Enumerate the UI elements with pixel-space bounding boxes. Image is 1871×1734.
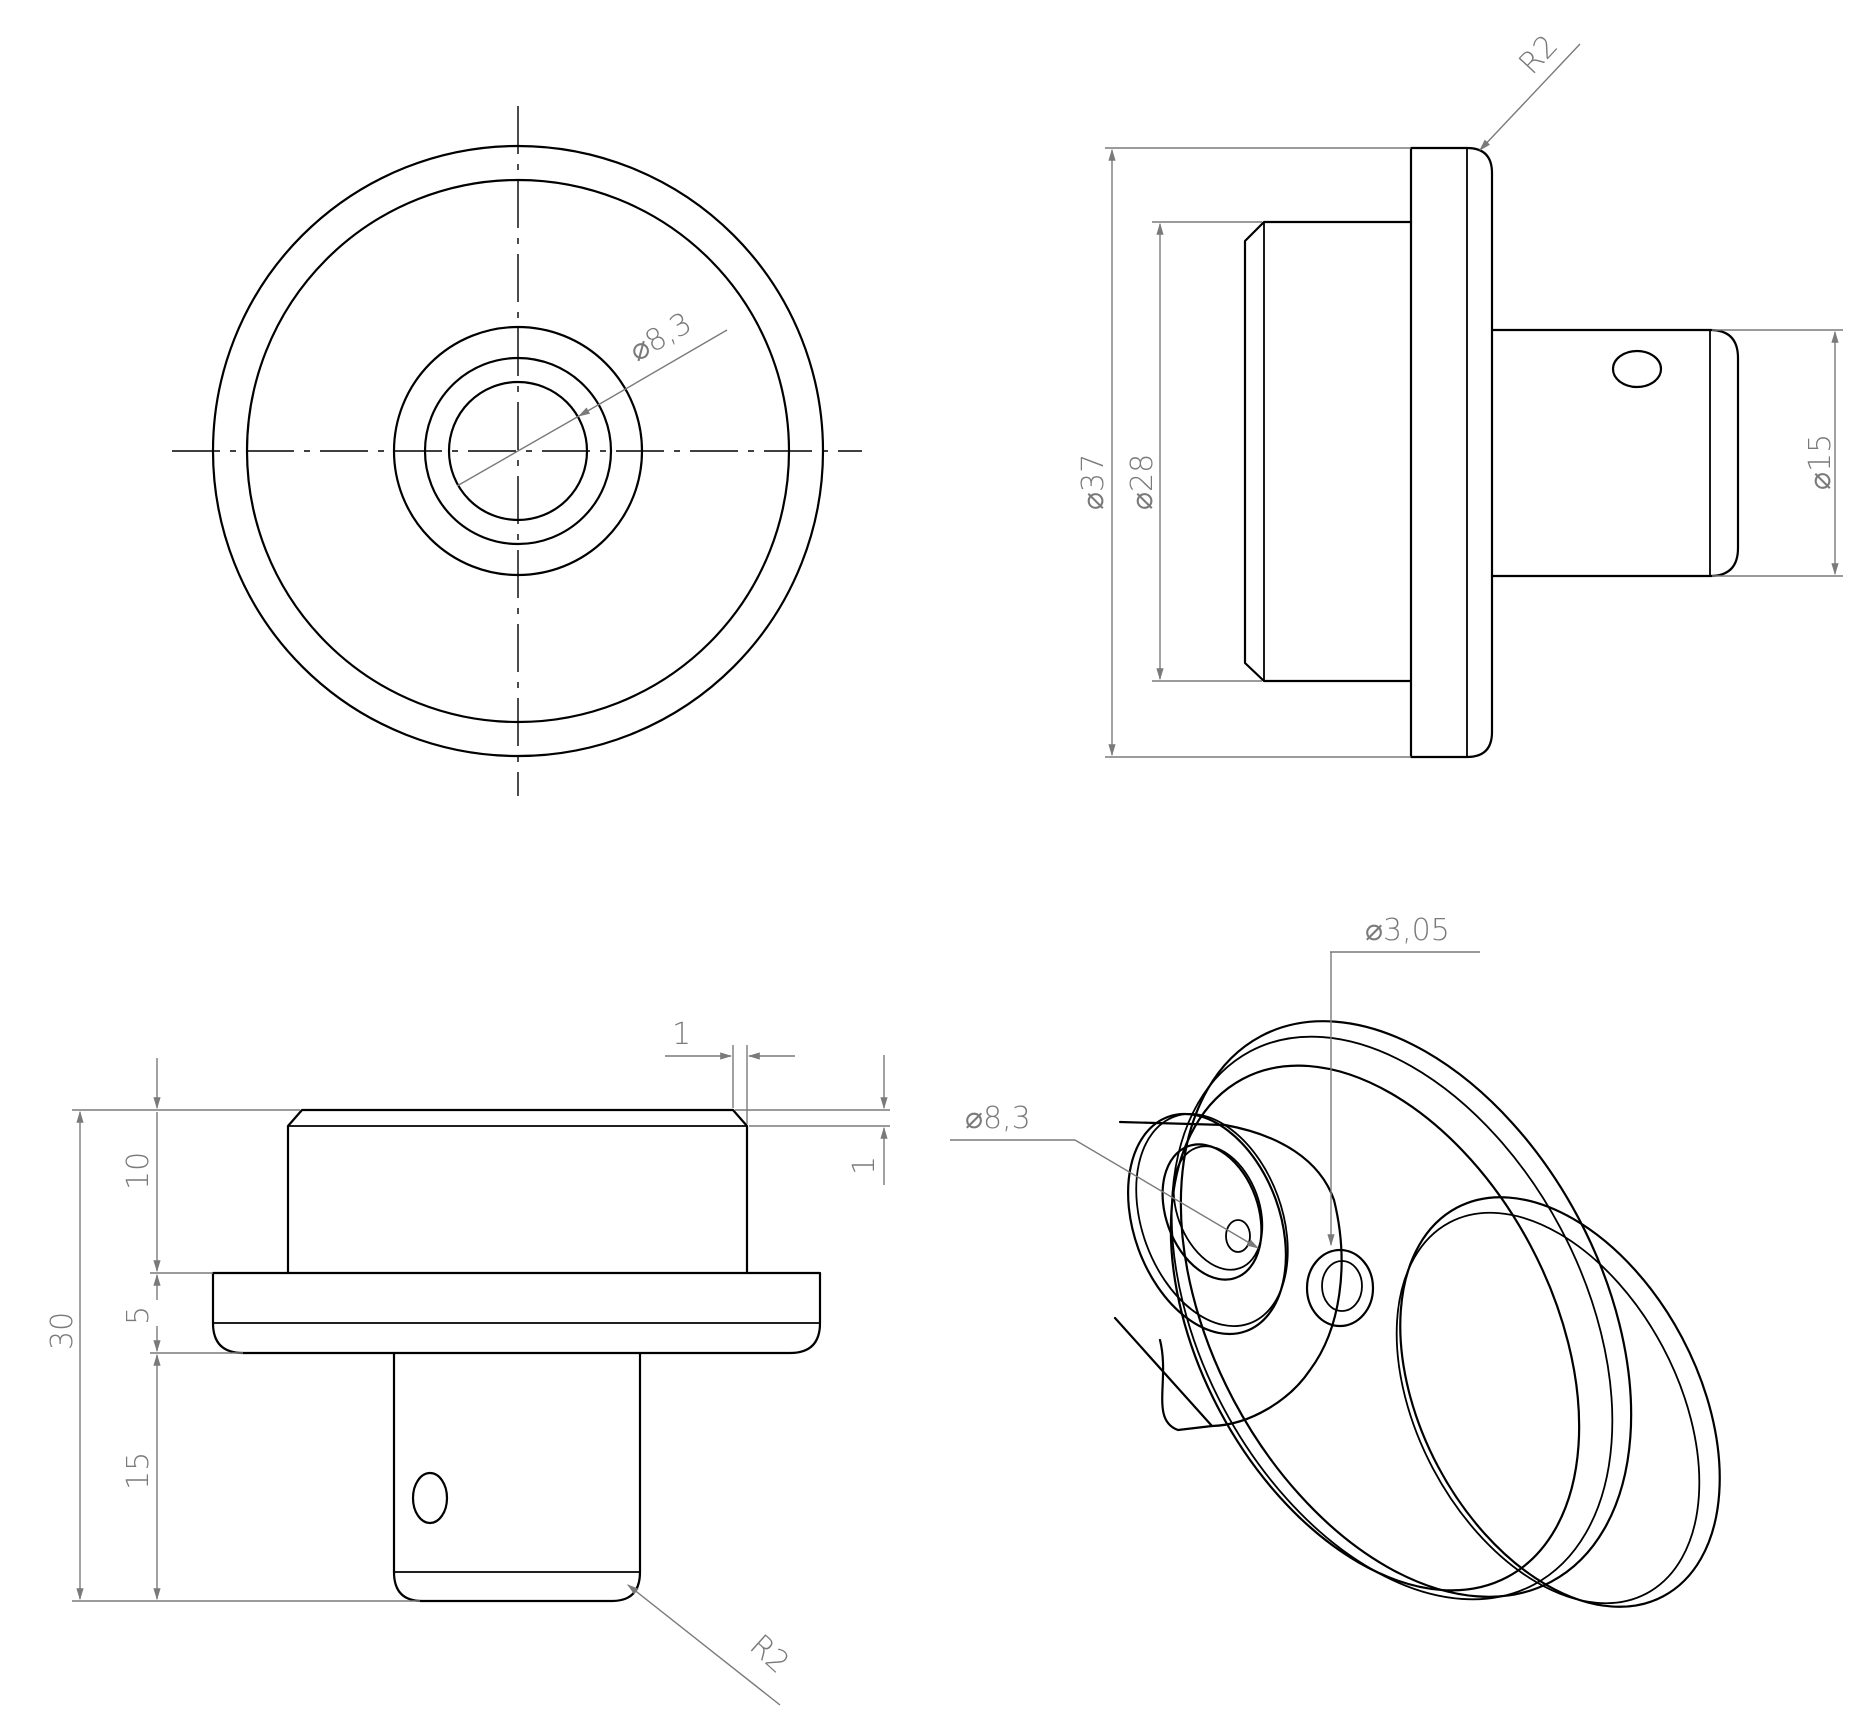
bottom-chamfer-w-label: 1 [672, 1017, 691, 1052]
bottom-dim15-label: 15 [121, 1452, 156, 1490]
bottom-dim5-label: 5 [121, 1306, 156, 1325]
iso-shaft-end-outer [1126, 1112, 1288, 1336]
side-dia15-label: ⌀15 [1803, 434, 1838, 490]
side-view: ⌀37 ⌀28 ⌀15 R2 [1076, 28, 1843, 759]
iso-body-back-ellipse [1399, 1196, 1721, 1608]
front-bore-dim-label: ⌀8,3 [624, 306, 698, 369]
side-dia28-label: ⌀28 [1125, 454, 1160, 510]
bottom-cross-hole [411, 1471, 449, 1525]
iso-shaft-body [1158, 1123, 1343, 1432]
bottom-dim30-label: 30 [45, 1312, 80, 1350]
bottom-view: 30 10 5 15 1 1 R2 [45, 1017, 890, 1706]
iso-cross-hole-outer [1305, 1248, 1375, 1328]
bottom-r2-label: R2 [743, 1628, 796, 1681]
side-r2-label: R2 [1512, 28, 1565, 81]
bottom-dim10-label: 10 [121, 1152, 156, 1190]
bottom-flange-outline [211, 1271, 822, 1355]
bottom-chamfer-h-label: 1 [847, 1156, 882, 1175]
iso-bore-outer [1161, 1143, 1263, 1281]
iso-bore-deep [1225, 1219, 1251, 1253]
isometric-view: ⌀8,3 ⌀3,05 [950, 913, 1721, 1608]
iso-bore-inner [1172, 1145, 1264, 1271]
bottom-r2-leader [627, 1584, 781, 1706]
iso-flange-outer-ellipse-edge [1170, 1035, 1614, 1601]
iso-flange-face-ellipse [1169, 1064, 1581, 1592]
side-cross-hole [1611, 349, 1663, 389]
iso-bore-leader [1074, 1139, 1260, 1249]
front-view: ⌀8,3 [172, 106, 862, 796]
iso-shaft-top-silhouette [1118, 1120, 1227, 1127]
front-bore-leader-tail [456, 415, 580, 487]
side-shaft-outline [1490, 328, 1740, 578]
iso-cross-hole-inner [1321, 1260, 1363, 1312]
iso-body-back-ellipse-inner [1395, 1211, 1701, 1605]
side-body-outline [1243, 220, 1413, 683]
side-flange-outline [1409, 146, 1494, 759]
iso-bore-label: ⌀8,3 [965, 1101, 1031, 1136]
iso-flange-outer-ellipse [1179, 1020, 1633, 1598]
side-dia37-label: ⌀37 [1076, 454, 1111, 510]
side-r2-leader [1479, 43, 1581, 151]
iso-shaft-bottom-silhouette [1113, 1316, 1214, 1428]
front-bore-leader [577, 329, 728, 417]
bottom-body-outline [286, 1108, 749, 1275]
bottom-shaft-outline [392, 1351, 642, 1603]
iso-cross-hole-label: ⌀3,05 [1365, 913, 1450, 948]
iso-shaft-end-chamfer [1135, 1112, 1289, 1328]
